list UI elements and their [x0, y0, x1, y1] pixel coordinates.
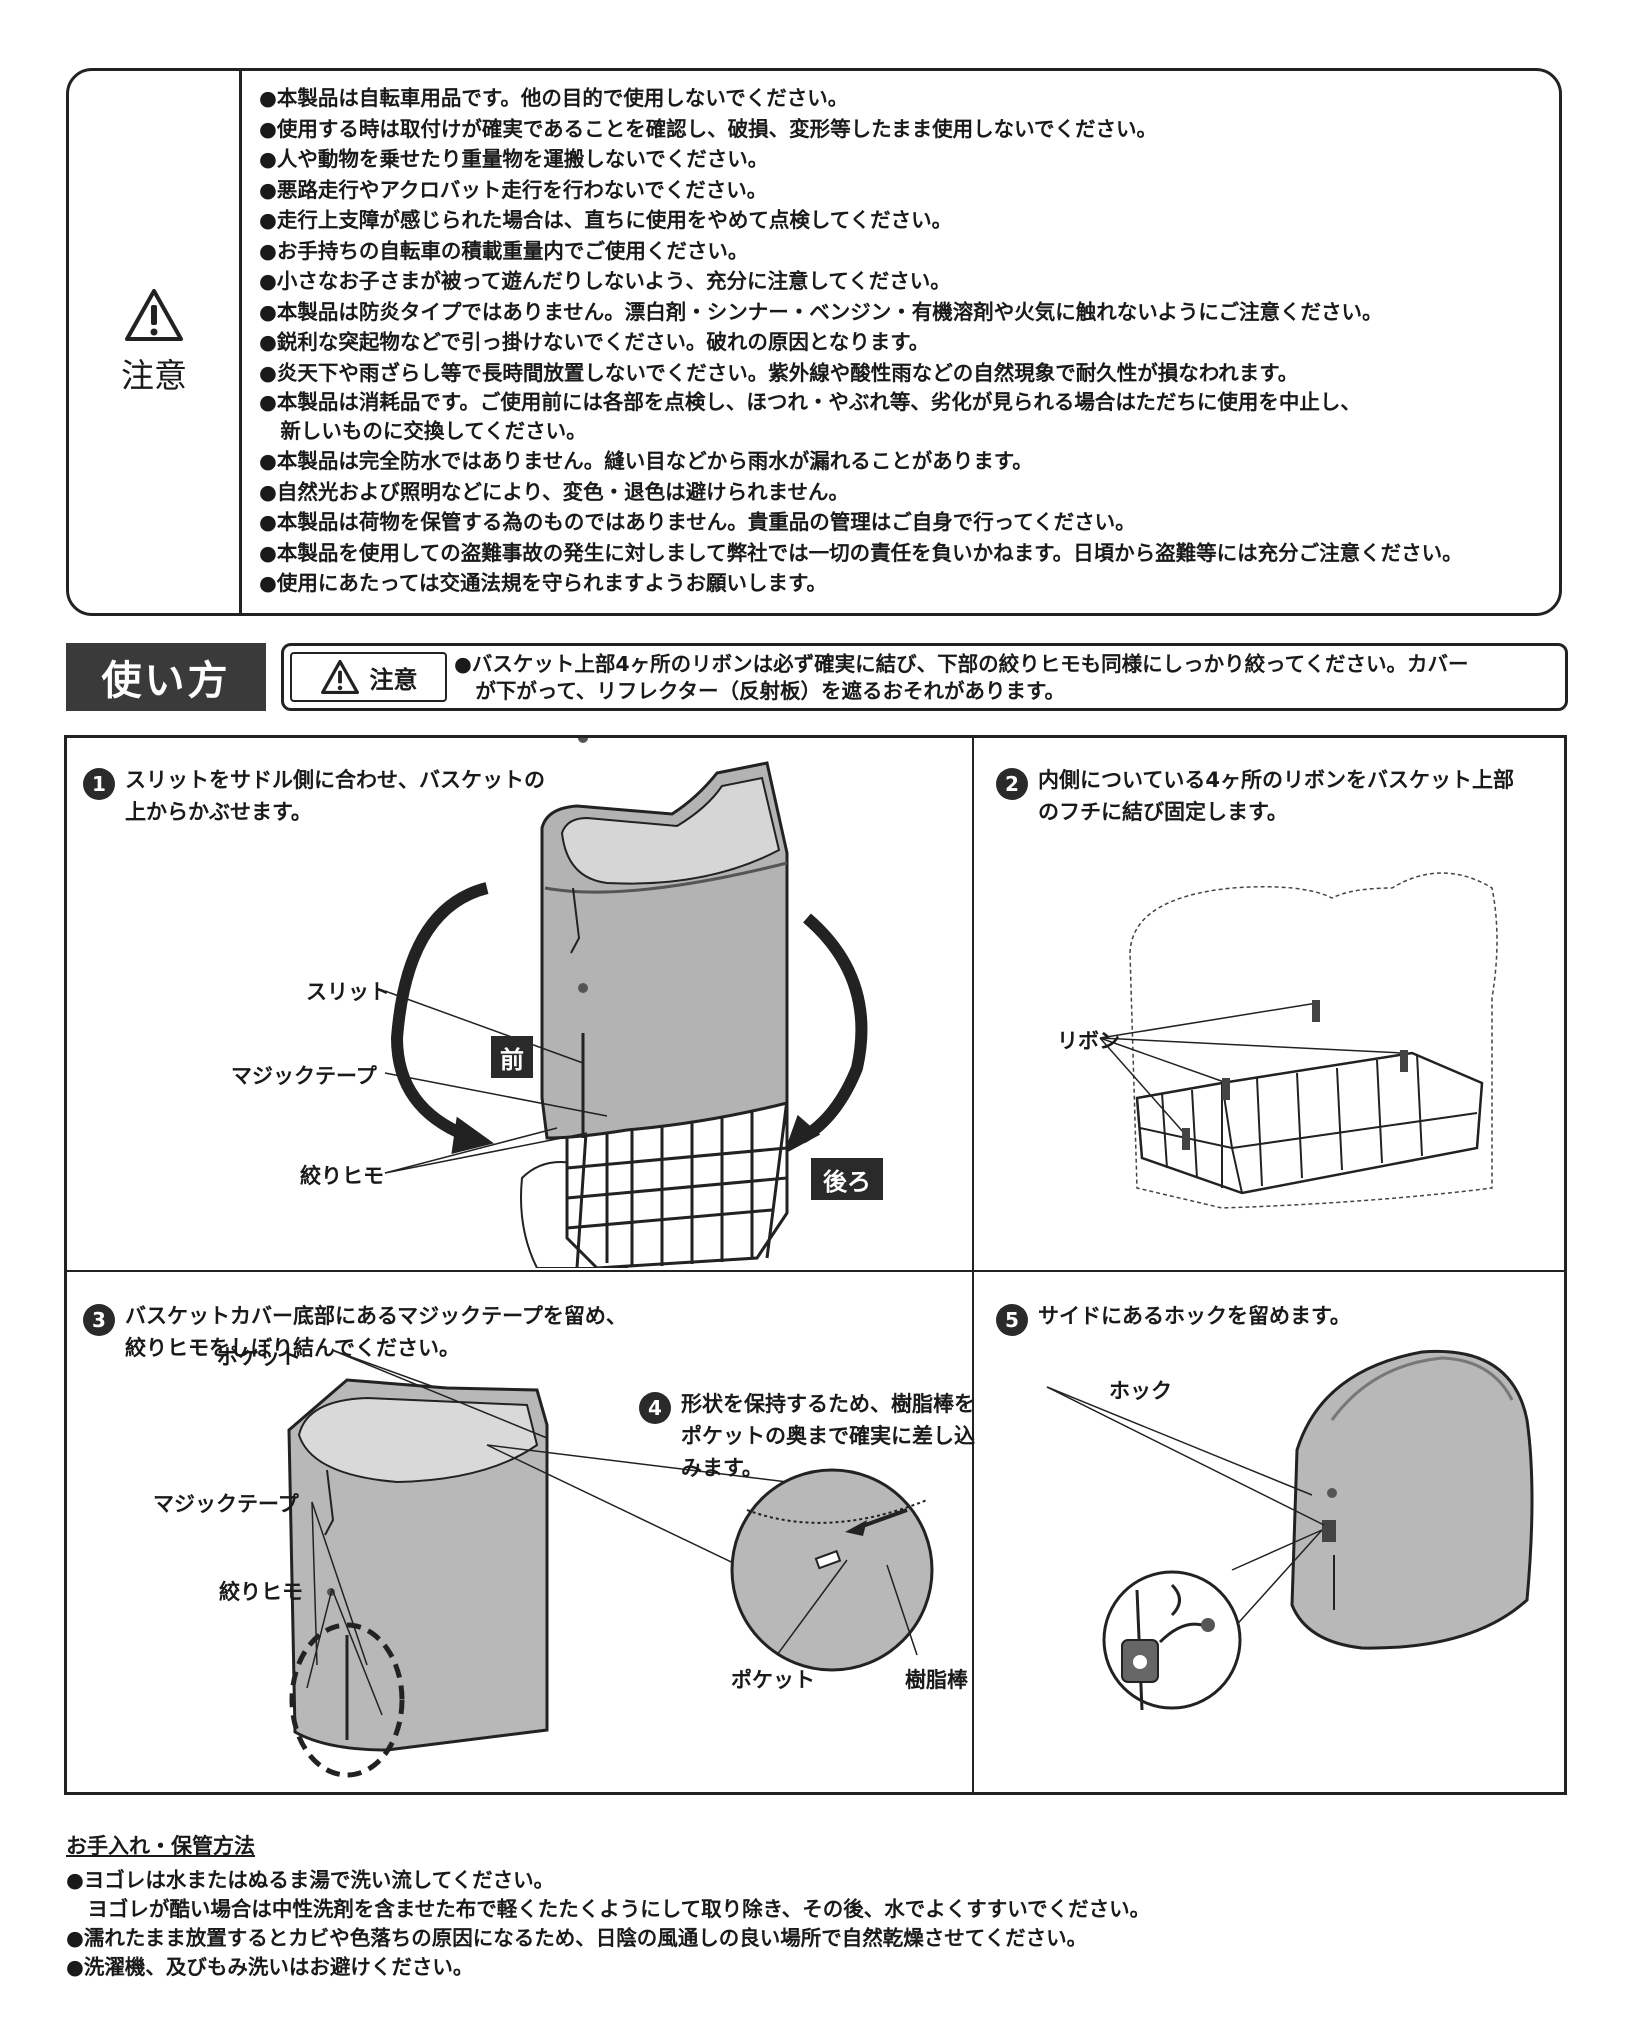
- caution-item: ●悪路走行やアクロバット走行を行わないでください。: [259, 177, 768, 202]
- caution-item: ●本製品は消耗品です。ご使用前には各部を点検し、ほつれ・やぶれ等、劣化が見られる…: [259, 390, 1361, 443]
- step-5-text: サイドにあるホックを留めます。: [1038, 1304, 1351, 1328]
- step-3-number: 3: [83, 1304, 115, 1336]
- usage-note-label: 注意: [369, 665, 418, 694]
- caution-item: ●お手持ちの自転車の積載重量内でご使用ください。: [259, 238, 749, 263]
- step-1-illustration: [384, 738, 868, 1268]
- step-3-label-cord: 絞りヒモ: [219, 1580, 303, 1604]
- warning-icon: [125, 289, 183, 341]
- caution-item: ●人や動物を乗せたり重量物を運搬しないでください。: [259, 147, 769, 171]
- step-2-illustration: [1099, 872, 1498, 1209]
- step-3-label-magic-tape: マジックテープ: [153, 1492, 299, 1516]
- care-item: ●洗濯機、及びもみ洗いはお避けください。: [66, 1955, 474, 1979]
- usage-note-text: ●バスケット上部4ヶ所のリボンは必ず確実に結び、下部の絞りヒモも同様にしっかり絞…: [454, 652, 1469, 703]
- care-item: ●ヨゴレは水またはぬるま湯で洗い流してください。 ヨゴレが酷い場合は中性洗剤を含…: [66, 1868, 1151, 1921]
- warning-icon: [320, 659, 359, 695]
- caution-item: ●炎天下や雨ざらし等で長時間放置しないでください。紫外線や酸性雨などの自然現象で…: [259, 360, 1299, 385]
- caution-box: 注意 ●本製品は自転車用品です。他の目的で使用しないでください。 ●使用する時は…: [66, 68, 1562, 616]
- step-2-label-ribbon: リボン: [1057, 1029, 1120, 1053]
- step-5-illustration: [1046, 1349, 1534, 1711]
- step-2-number: 2: [996, 768, 1028, 800]
- caution-divider: [239, 71, 242, 613]
- grid-divider-horizontal: [67, 1270, 1564, 1272]
- caution-item: ●使用にあたっては交通法規を守られますようお願いします。: [259, 571, 827, 595]
- step-4-text: 形状を保持するため、樹脂棒を ポケットの奥まで確実に差し込 みます。: [681, 1392, 975, 1480]
- caution-side: 注意: [69, 71, 239, 613]
- caution-item: ●自然光および照明などにより、変色・退色は避けられません。: [259, 479, 850, 504]
- caution-item: ●鋭利な突起物などで引っ掛けないでください。破れの原因となります。: [259, 330, 930, 354]
- usage-note-label-box: 注意: [290, 652, 447, 702]
- care-title: お手入れ・保管方法: [66, 1834, 255, 1858]
- step-3-label-pocket: ポケット: [217, 1345, 301, 1369]
- caution-item: ●小さなお子さまが被って遊んだりしないよう、充分に注意してください。: [259, 269, 951, 293]
- caution-item: ●走行上支障が感じられた場合は、直ちに使用をやめて点検してください。: [259, 208, 953, 232]
- caution-item: ●使用する時は取付けが確実であることを確認し、破損、変形等したまま使用しないでく…: [259, 116, 1157, 141]
- step-5-number: 5: [996, 1304, 1028, 1336]
- steps-grid: 1 スリットをサドル側に合わせ、バスケットの 上からかぶせます。: [64, 735, 1567, 1795]
- step-1-label-slit: スリット: [306, 980, 390, 1004]
- step-1-label-magic-tape: マジックテープ: [231, 1064, 377, 1088]
- step-1-text: スリットをサドル側に合わせ、バスケットの 上からかぶせます。: [125, 768, 545, 824]
- step-1-front-tag: 前: [491, 1036, 533, 1078]
- step-1-label-cord: 絞りヒモ: [300, 1164, 384, 1188]
- usage-note: 注意 ●バスケット上部4ヶ所のリボンは必ず確実に結び、下部の絞りヒモも同様にしっ…: [281, 643, 1568, 711]
- care-item: ●濡れたまま放置するとカビや色落ちの原因になるため、日陰の風通しの良い場所で自然…: [66, 1926, 1088, 1950]
- step-1-back-tag: 後ろ: [811, 1158, 883, 1200]
- grid-divider-vertical: [972, 738, 974, 1792]
- step-4-number: 4: [639, 1392, 671, 1424]
- care-list: ●ヨゴレは水またはぬるま湯で洗い流してください。 ヨゴレが酷い場合は中性洗剤を含…: [66, 1866, 1150, 1982]
- caution-item: ●本製品を使用しての盗難事故の発生に対しまして弊社では一切の責任を負いかねます。…: [259, 540, 1463, 565]
- usage-title: 使い方: [66, 643, 266, 711]
- step-4-label-pocket: ポケット: [731, 1668, 815, 1692]
- caution-label: 注意: [121, 356, 187, 395]
- caution-item: ●本製品は自転車用品です。他の目的で使用しないでください。: [259, 86, 849, 110]
- step-3-illustration: [287, 1349, 934, 1778]
- caution-item: ●本製品は完全防水ではありません。縫い目などから雨水が漏れることがあります。: [259, 449, 1033, 473]
- caution-item: ●本製品は防炎タイプではありません。漂白剤・シンナー・ベンジン・有機溶剤や火気に…: [259, 299, 1383, 324]
- caution-item: ●本製品は荷物を保管する為のものではありません。貴重品の管理はご自身で行ってくだ…: [259, 510, 1136, 534]
- step-3-text: バスケットカバー底部にあるマジックテープを留め、 絞りヒモをしぼり結んでください…: [125, 1304, 627, 1360]
- step-4-label-rod: 樹脂棒: [905, 1668, 968, 1692]
- step-5-label-hook: ホック: [1109, 1379, 1172, 1403]
- step-2-text: 内側についている4ヶ所のリボンをバスケット上部 のフチに結び固定します。: [1038, 768, 1514, 824]
- caution-list: ●本製品は自転車用品です。他の目的で使用しないでください。 ●使用する時は取付け…: [195, 83, 1463, 599]
- step-1-number: 1: [83, 768, 115, 800]
